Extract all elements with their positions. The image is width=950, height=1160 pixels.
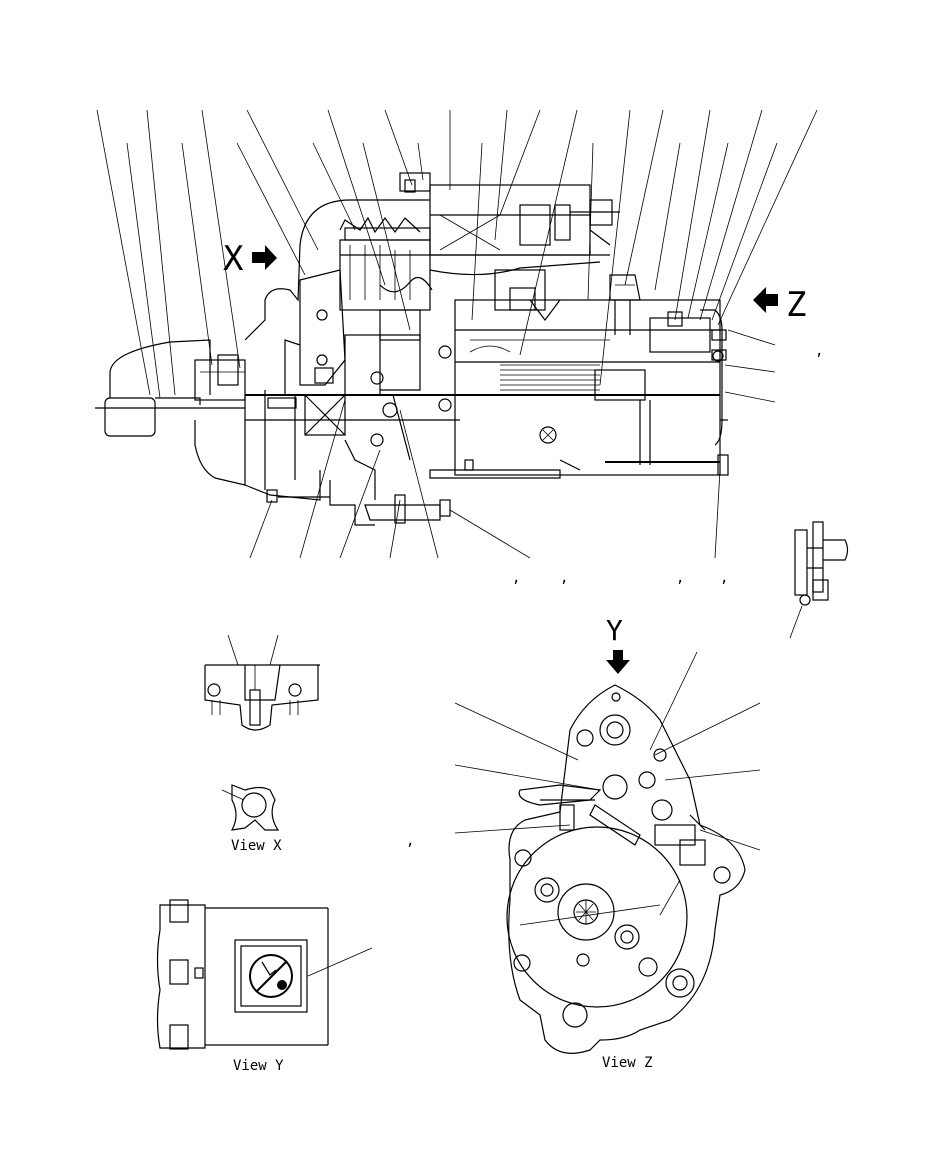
bottom-leader-lines — [249, 399, 721, 559]
view-z-caption: View Z — [602, 1055, 653, 1071]
view-x-caption: View X — [231, 838, 282, 854]
view-z-arrow-icon — [753, 287, 778, 313]
view-y-caption: View Y — [233, 1058, 284, 1074]
right-leader-lines — [724, 329, 776, 403]
view-x-detail — [221, 784, 280, 831]
callout-comma: , — [815, 343, 823, 359]
detail-upper-left — [204, 634, 320, 731]
view-z-leader-lines — [454, 651, 761, 916]
view-y-detail — [156, 899, 373, 1050]
terminal-detail — [789, 521, 849, 639]
view-y-marker-letter: Y — [606, 614, 623, 647]
view-z-detail — [506, 684, 746, 1054]
callout-comma: , — [560, 570, 568, 586]
view-x-marker-letter: X — [223, 239, 244, 279]
callout-comma: , — [676, 570, 684, 586]
top-leader-lines — [96, 109, 818, 399]
callout-comma: , — [406, 833, 414, 849]
view-y-arrow-icon — [606, 650, 630, 674]
callout-comma: , — [512, 570, 520, 586]
view-z-marker-letter: Z — [786, 285, 806, 325]
starter-cross-section — [95, 172, 729, 526]
view-x-arrow-icon — [252, 245, 277, 270]
callout-comma: , — [720, 570, 728, 586]
